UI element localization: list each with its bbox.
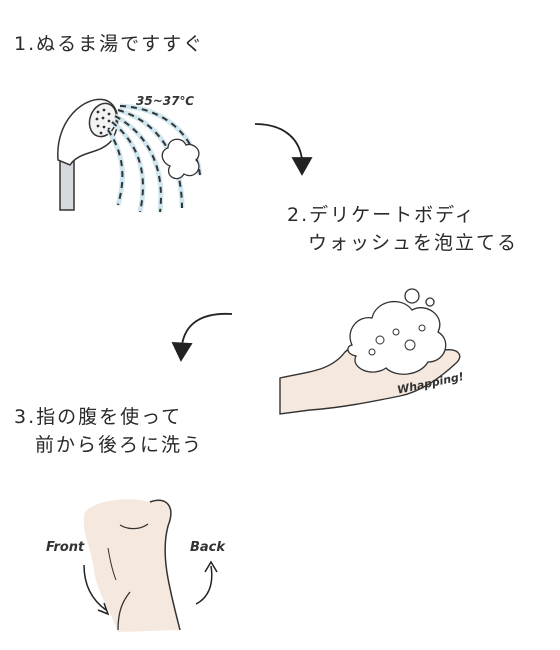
- back-label: Back: [190, 540, 226, 555]
- step-3-line-1: 3.指の腹を使って: [14, 406, 183, 428]
- curved-arrow-down-right-icon: [254, 123, 313, 176]
- body-illustration: [83, 499, 181, 632]
- hand-foam-illustration: [279, 288, 461, 415]
- temperature-label: 35~37℃: [136, 94, 194, 108]
- step-1-line-1: 1.ぬるま湯ですすぐ: [14, 33, 205, 55]
- foam-bubbles: [368, 324, 426, 356]
- splash-cloud: [161, 138, 200, 180]
- front-label: Front: [46, 540, 85, 555]
- foam-cloud: [347, 288, 447, 375]
- step-1-instruction: 1.ぬるま湯ですすぐ: [14, 30, 204, 58]
- step-3-instruction: 3.指の腹を使って 前から後ろに洗う: [14, 403, 203, 459]
- front-arrow-icon: [83, 564, 110, 616]
- water-spray: [105, 103, 203, 213]
- step-2-line-1: 2.デリケートボディ: [287, 204, 476, 226]
- step-2-instruction: 2.デリケートボディ ウォッシュを泡立てる: [287, 201, 518, 257]
- shower-illustration: [57, 98, 203, 213]
- step-3-line-2: 前から後ろに洗う: [14, 434, 204, 456]
- curved-arrow-down-left-icon: [171, 312, 233, 362]
- step-2-line-2: ウォッシュを泡立てる: [287, 232, 519, 254]
- shower-head-icon: [57, 98, 119, 166]
- back-arrow-icon: [195, 560, 218, 605]
